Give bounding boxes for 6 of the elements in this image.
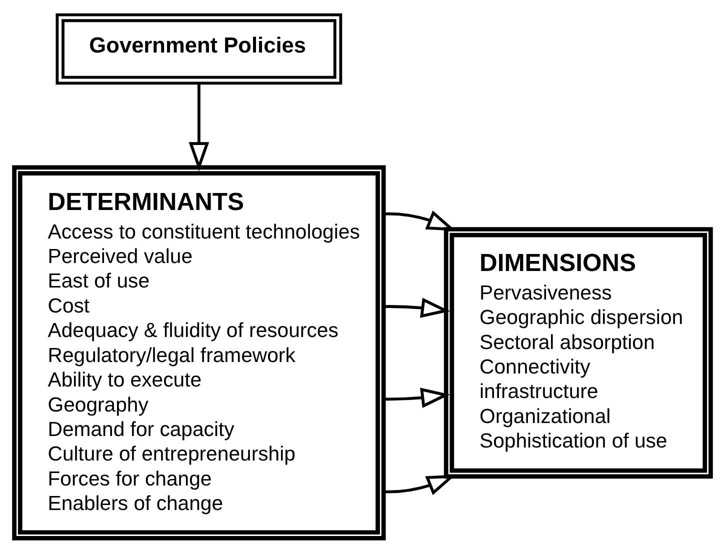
node-box: DIMENSIONS Pervasiveness Geographic dispersion Sectoral absorption Connectivity infrastructure Organizational Sophistication of use	[444, 226, 713, 478]
arrow	[384, 297, 450, 318]
node-box: DETERMINANTS Access to constituent technologies Perceived value East of use Cost Adequacy & fluidity of resources Regulatory/legal framework Ability to execute Geography Demand for capacity Culture of entrepreneurship Forces for change Enablers of change	[12, 164, 386, 540]
arrow	[188, 82, 210, 171]
arrow	[384, 387, 450, 408]
node-box: Government Policies	[56, 12, 342, 84]
